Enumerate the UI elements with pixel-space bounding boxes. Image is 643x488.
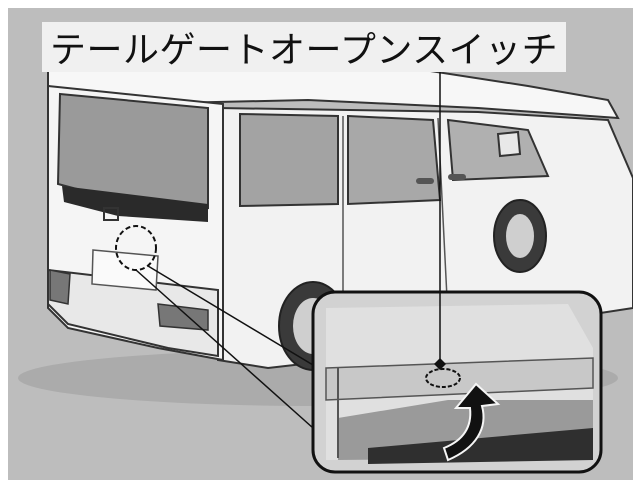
callout-line-lower [135,269,314,429]
switch-detail-circle [425,368,461,388]
vehicle-illustration [18,58,633,474]
magnified-detail-inset [311,290,603,474]
tailgate-switch-figure: テールゲートオープンスイッチ [8,8,633,480]
leader-marker-diamond [434,358,446,370]
switch-label: テールゲートオープンスイッチ [50,30,559,71]
switch-label-box: テールゲートオープンスイッチ [42,22,567,72]
lift-arrow-icon [442,382,501,462]
callout-line-upper [147,265,339,381]
